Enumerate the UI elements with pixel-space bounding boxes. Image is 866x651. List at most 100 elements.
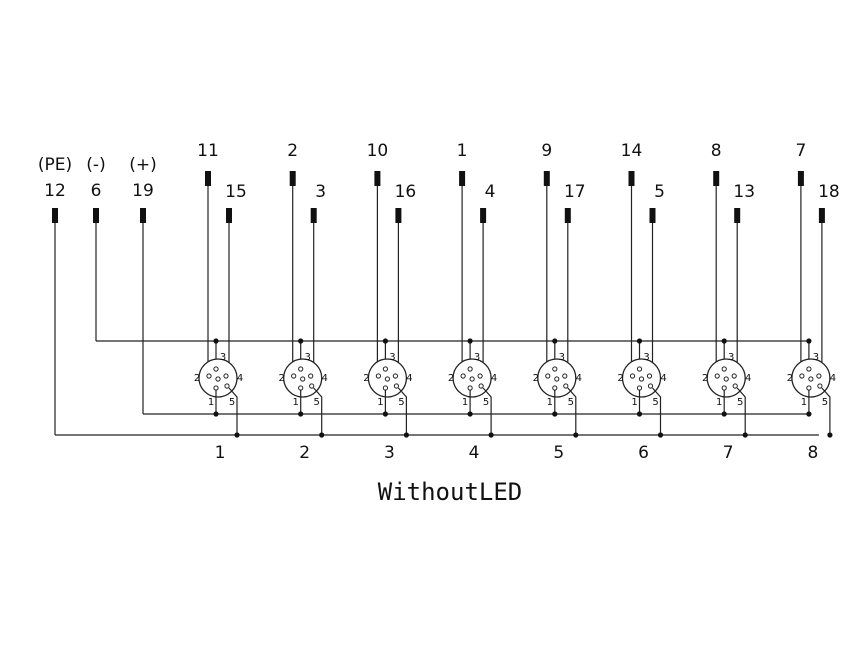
pin-bar — [140, 208, 146, 223]
connector-pin-hole — [460, 373, 466, 379]
connector-pin-hole — [213, 366, 219, 372]
connector-pin-label: 3 — [728, 352, 734, 363]
signal-pin-a-bar — [205, 171, 211, 186]
connector-pin-label: 4 — [237, 373, 243, 384]
junction-dot — [298, 411, 304, 417]
signal-pin-b-label: 16 — [395, 182, 417, 202]
signal-pin-a-bar — [543, 171, 550, 186]
connector-pin-hole — [721, 385, 727, 391]
connector-pin-hole — [629, 373, 636, 379]
signal-pin-a-label: 14 — [621, 141, 643, 161]
connector-pin-hole — [308, 373, 314, 379]
connector-pin-label: 3 — [813, 352, 819, 363]
signal-pin-b-label: 18 — [818, 182, 840, 202]
junction-dot — [382, 338, 388, 344]
connector-pin-hole — [224, 383, 230, 389]
signal-pin-b-bar — [310, 208, 317, 223]
junction-dot — [636, 338, 643, 344]
wire-pin5 — [736, 387, 746, 435]
signal-pin-b-label: 5 — [654, 182, 665, 202]
signal-pin-b-label: 17 — [564, 182, 586, 202]
connector-pin-label: 1 — [716, 397, 722, 408]
diagram-title: WithoutLED — [378, 478, 523, 506]
connector-pin-label: 1 — [801, 397, 807, 408]
port-number-label: 4 — [469, 443, 480, 463]
connector-pin-label: 5 — [737, 397, 743, 408]
junction-dot — [657, 432, 664, 438]
junction-dot — [403, 432, 409, 438]
junction-dot — [552, 411, 558, 417]
signal-pin-b-label: 13 — [733, 182, 755, 202]
junction-dot — [213, 338, 219, 344]
connector-pin-hole — [552, 366, 558, 372]
signal-pin-b-label: 3 — [315, 182, 326, 202]
connector-pin-hole — [806, 366, 812, 372]
connector-pin-hole — [552, 385, 558, 391]
connector-pin-label: 1 — [547, 397, 553, 408]
connector-pin-hole — [213, 385, 219, 391]
signal-pin-a-bar — [628, 171, 635, 186]
connector-pin-hole — [808, 376, 814, 382]
connector-pin-hole — [291, 373, 297, 379]
connector-pin-hole — [647, 383, 654, 389]
wires-layer — [54, 223, 819, 436]
connector-pin-label: 4 — [745, 373, 751, 384]
signal-pin-a-bar — [713, 171, 720, 186]
connector-pin-hole — [467, 385, 473, 391]
signal-pin-a-label: 9 — [541, 141, 552, 161]
power-pins: (PE)12(-)6(+)19 — [38, 155, 157, 223]
connector-pin-label: 5 — [314, 397, 320, 408]
connector-pin-label: 5 — [568, 397, 574, 408]
port-number-label: 6 — [638, 443, 649, 463]
port-number-label: 2 — [299, 443, 310, 463]
power-pin-role: (PE) — [38, 155, 72, 175]
connector-pin-label: 5 — [822, 397, 828, 408]
connector-pin-hole — [723, 376, 729, 382]
junction-dot — [573, 432, 579, 438]
junction-dot — [827, 432, 833, 438]
junction-dot — [467, 338, 473, 344]
power-pin-number: 19 — [132, 181, 154, 201]
connector-pin-hole — [816, 373, 822, 379]
signal-pin-b-bar — [649, 208, 656, 223]
connector-pin-label: 4 — [576, 373, 582, 384]
junction-dot — [319, 432, 325, 438]
junction-dot — [806, 338, 812, 344]
connector-pin-label: 3 — [389, 352, 395, 363]
connector-pin-hole — [298, 385, 304, 391]
connector-pin-label: 1 — [377, 397, 383, 408]
power-pin-1: (-)6 — [86, 155, 106, 223]
junction-dot — [234, 432, 240, 438]
connector-pin-hole — [223, 373, 229, 379]
connector-pin-hole — [298, 366, 304, 372]
connector-pin-hole — [731, 373, 737, 379]
connector-pin-label: 2 — [617, 373, 623, 384]
wire-pin5 — [567, 387, 577, 435]
connector-pin-hole — [732, 383, 738, 389]
connector-pin-hole — [562, 373, 568, 379]
power-pin-0: (PE)12 — [38, 155, 72, 223]
connector-pin-hole — [467, 366, 473, 372]
connector-pin-label: 2 — [194, 373, 200, 384]
connector-pin-hole — [636, 366, 643, 372]
signal-pin-b-bar — [226, 208, 232, 223]
signal-pin-a-label: 7 — [795, 141, 806, 161]
connector-pin-hole — [477, 373, 483, 379]
connector-pin-label: 2 — [279, 373, 285, 384]
connector-pin-hole — [636, 385, 643, 391]
signal-pin-a-label: 10 — [367, 141, 389, 161]
connector-pin-hole — [721, 366, 727, 372]
connector-pin-hole — [382, 385, 388, 391]
power-pin-role: (-) — [86, 155, 105, 175]
connector-pin-hole — [384, 376, 390, 382]
connector-pin-label: 1 — [462, 397, 468, 408]
junction-dot — [382, 411, 388, 417]
port-number-label: 1 — [215, 443, 226, 463]
junction-dot — [806, 411, 812, 417]
signal-pin-b-bar — [564, 208, 571, 223]
connector-pin-hole — [300, 376, 306, 382]
signal-pin-b-label: 4 — [485, 182, 496, 202]
